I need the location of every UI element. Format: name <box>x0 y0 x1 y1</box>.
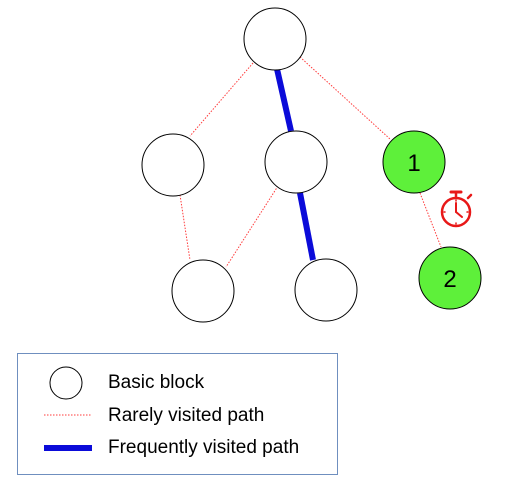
legend-rare-path-label: Rarely visited path <box>108 405 265 426</box>
edge-root-node1 <box>299 56 391 140</box>
rare-edges <box>179 56 442 268</box>
legend-basic-block-label: Basic block <box>108 372 205 393</box>
node-1-label: 1 <box>407 150 420 177</box>
node-leftleaf <box>171 259 235 323</box>
edge-mid-leftleaf <box>225 185 279 268</box>
stopwatch-icon <box>440 190 473 228</box>
edge-mid-midleaf <box>297 192 316 261</box>
node-root <box>243 7 307 71</box>
edge-left-leftleaf <box>179 194 191 261</box>
node-2 <box>418 246 482 310</box>
edge-root-left <box>189 62 254 137</box>
node-mid <box>264 130 328 194</box>
edge-root-mid <box>274 68 294 132</box>
legend: Basic block Rarely visited path Frequent… <box>17 353 338 475</box>
node-1 <box>382 130 446 194</box>
legend-basic-block-icon <box>49 366 83 400</box>
frequent-edges <box>274 68 316 261</box>
edge-node1-node2 <box>419 192 442 248</box>
node-left <box>141 133 205 197</box>
node-2-label: 2 <box>443 266 456 293</box>
legend-symbols <box>44 366 92 451</box>
node-midleaf <box>294 258 358 322</box>
legend-frequent-path-label: Frequently visited path <box>108 437 300 458</box>
